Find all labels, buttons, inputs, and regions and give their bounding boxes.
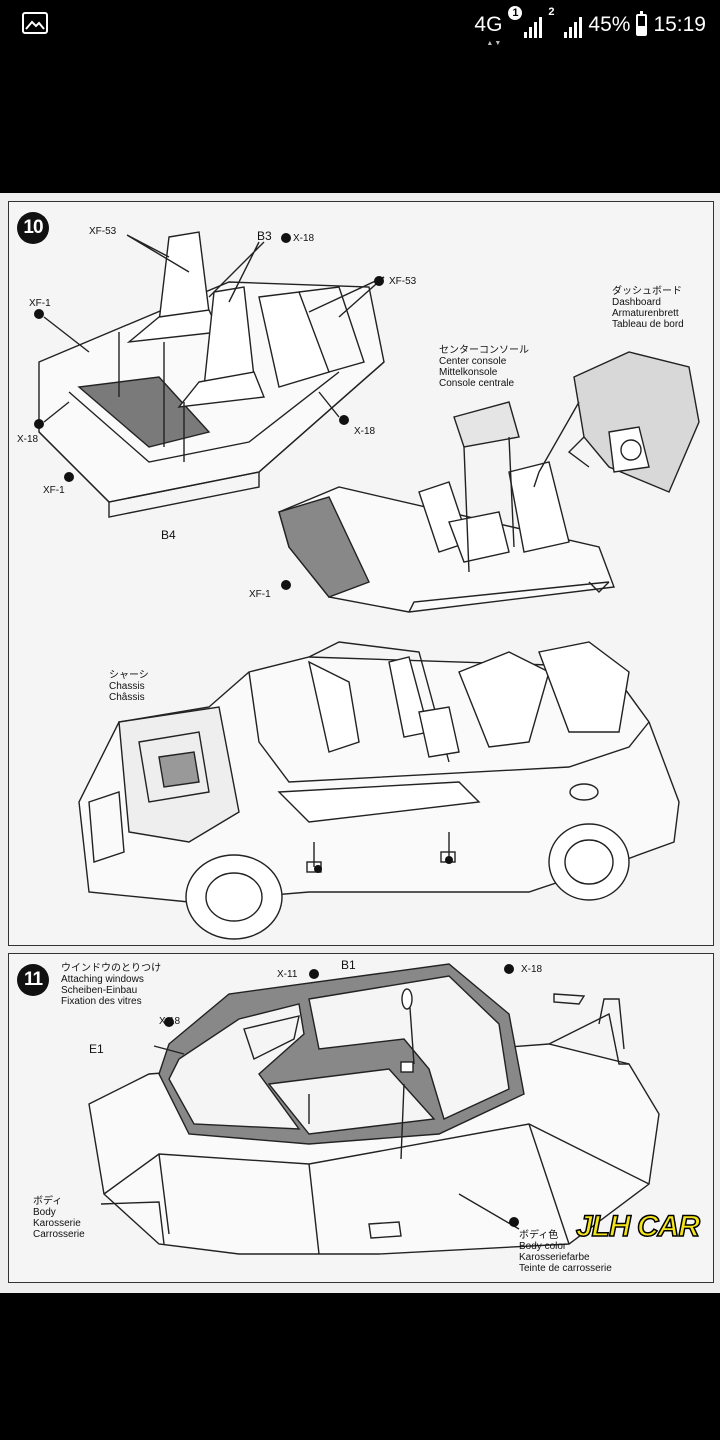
- center-console-label: センターコンソール Center console Mittelkonsole C…: [439, 345, 529, 389]
- part-label: B1: [341, 958, 356, 972]
- signal-icon: 1: [508, 6, 543, 38]
- part-label: E1: [89, 1042, 104, 1056]
- step-11-panel: 11 ウインドウのとりつけ Attaching windows Scheiben…: [8, 953, 714, 1283]
- paint-label: X-18: [293, 233, 315, 244]
- sim1-badge: 1: [508, 6, 523, 20]
- status-bar: 4G ▲▼ 1 2 45% 15:19: [0, 0, 720, 50]
- image-notification-icon: [22, 12, 48, 39]
- signal-icon: 2: [548, 6, 583, 38]
- dashboard-label: ダッシュボード Dashboard Armaturenbrett Tableau…: [612, 286, 684, 330]
- paint-label: X-18: [17, 434, 39, 445]
- network-type: 4G ▲▼: [474, 13, 503, 47]
- step-11-title: ウインドウのとりつけ Attaching windows Scheiben-Ei…: [61, 963, 162, 1007]
- step-11-number: 11: [17, 964, 49, 996]
- battery-icon: [636, 11, 648, 36]
- paint-label: X-11: [277, 969, 298, 980]
- step-10-panel: 10 XF-53 B3 X-18 XF-53 XF-1 X-18 X-18 XF…: [8, 201, 714, 946]
- instruction-manual-image[interactable]: 10 XF-53 B3 X-18 XF-53 XF-1 X-18 X-18 XF…: [0, 193, 720, 1293]
- paint-label: XF-53: [89, 226, 117, 237]
- paint-label: XF-53: [389, 276, 417, 287]
- paint-label: XF-1: [249, 589, 271, 600]
- body-label: ボディ Body Karosserie Carrosserie: [33, 1196, 85, 1240]
- chassis-label: シャーシ Chassis Châssis: [109, 670, 149, 703]
- part-label: B3: [257, 229, 272, 243]
- step-11-illustration: [88, 963, 660, 1255]
- battery-percent: 45%: [588, 13, 631, 36]
- sim2-badge: 2: [548, 6, 555, 18]
- paint-label: X-18: [159, 1016, 181, 1027]
- jlh-car-logo: JLH CAR: [575, 1209, 701, 1244]
- clock: 15:19: [653, 13, 706, 36]
- part-label: B4: [161, 528, 176, 542]
- paint-label: X-18: [354, 426, 376, 437]
- step-10-illustration: [34, 231, 700, 940]
- paint-label: XF-1: [43, 485, 65, 496]
- paint-label: X-18: [521, 964, 543, 975]
- step-10-number: 10: [17, 212, 49, 244]
- body-color-label: ボディ色 Body color Karosseriefarbe Teinte d…: [519, 1230, 612, 1274]
- paint-label: XF-1: [29, 298, 51, 309]
